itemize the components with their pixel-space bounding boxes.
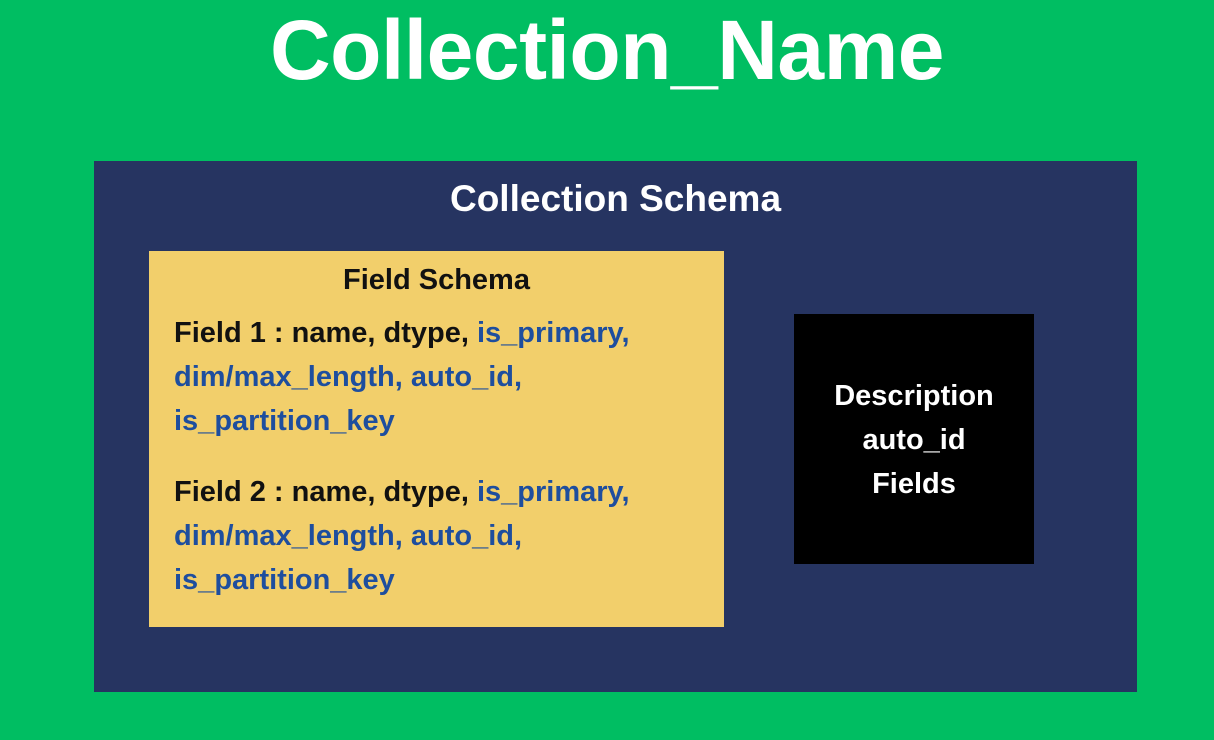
field-2-optional-line-1: is_primary, — [476, 476, 630, 508]
field-2-optional-line-2: dim/max_length, auto_id, — [174, 520, 523, 552]
schema-properties-box: Description auto_id Fields — [794, 314, 1034, 564]
field-2-basic-attributes: name, dtype, — [291, 476, 477, 508]
field-schema-box: Field Schema Field 1 : name, dtype, is_p… — [149, 251, 724, 627]
field-1-basic-attributes: name, dtype, — [291, 317, 477, 349]
property-auto-id: auto_id — [862, 424, 966, 456]
field-2-label: Field 2 : — [174, 476, 292, 508]
field-1-optional-line-2: dim/max_length, auto_id, — [174, 361, 523, 393]
collection-schema-panel: Collection Schema Field Schema Field 1 :… — [94, 161, 1137, 692]
field-schema-title: Field Schema — [343, 264, 530, 296]
field-1-definition: Field 1 : name, dtype, is_primary, dim/m… — [174, 311, 704, 443]
schema-properties-list: Description auto_id Fields — [794, 374, 1034, 506]
field-1-optional-line-1: is_primary, — [476, 317, 630, 349]
collection-schema-title: Collection Schema — [449, 178, 782, 219]
property-description: Description — [834, 380, 994, 412]
field-2-definition: Field 2 : name, dtype, is_primary, dim/m… — [174, 470, 704, 602]
property-fields: Fields — [872, 468, 956, 500]
collection-name-title: Collection_Name — [269, 3, 945, 97]
field-2-optional-line-3: is_partition_key — [174, 564, 395, 596]
field-1-optional-line-3: is_partition_key — [174, 405, 395, 437]
field-1-label: Field 1 : — [174, 317, 292, 349]
